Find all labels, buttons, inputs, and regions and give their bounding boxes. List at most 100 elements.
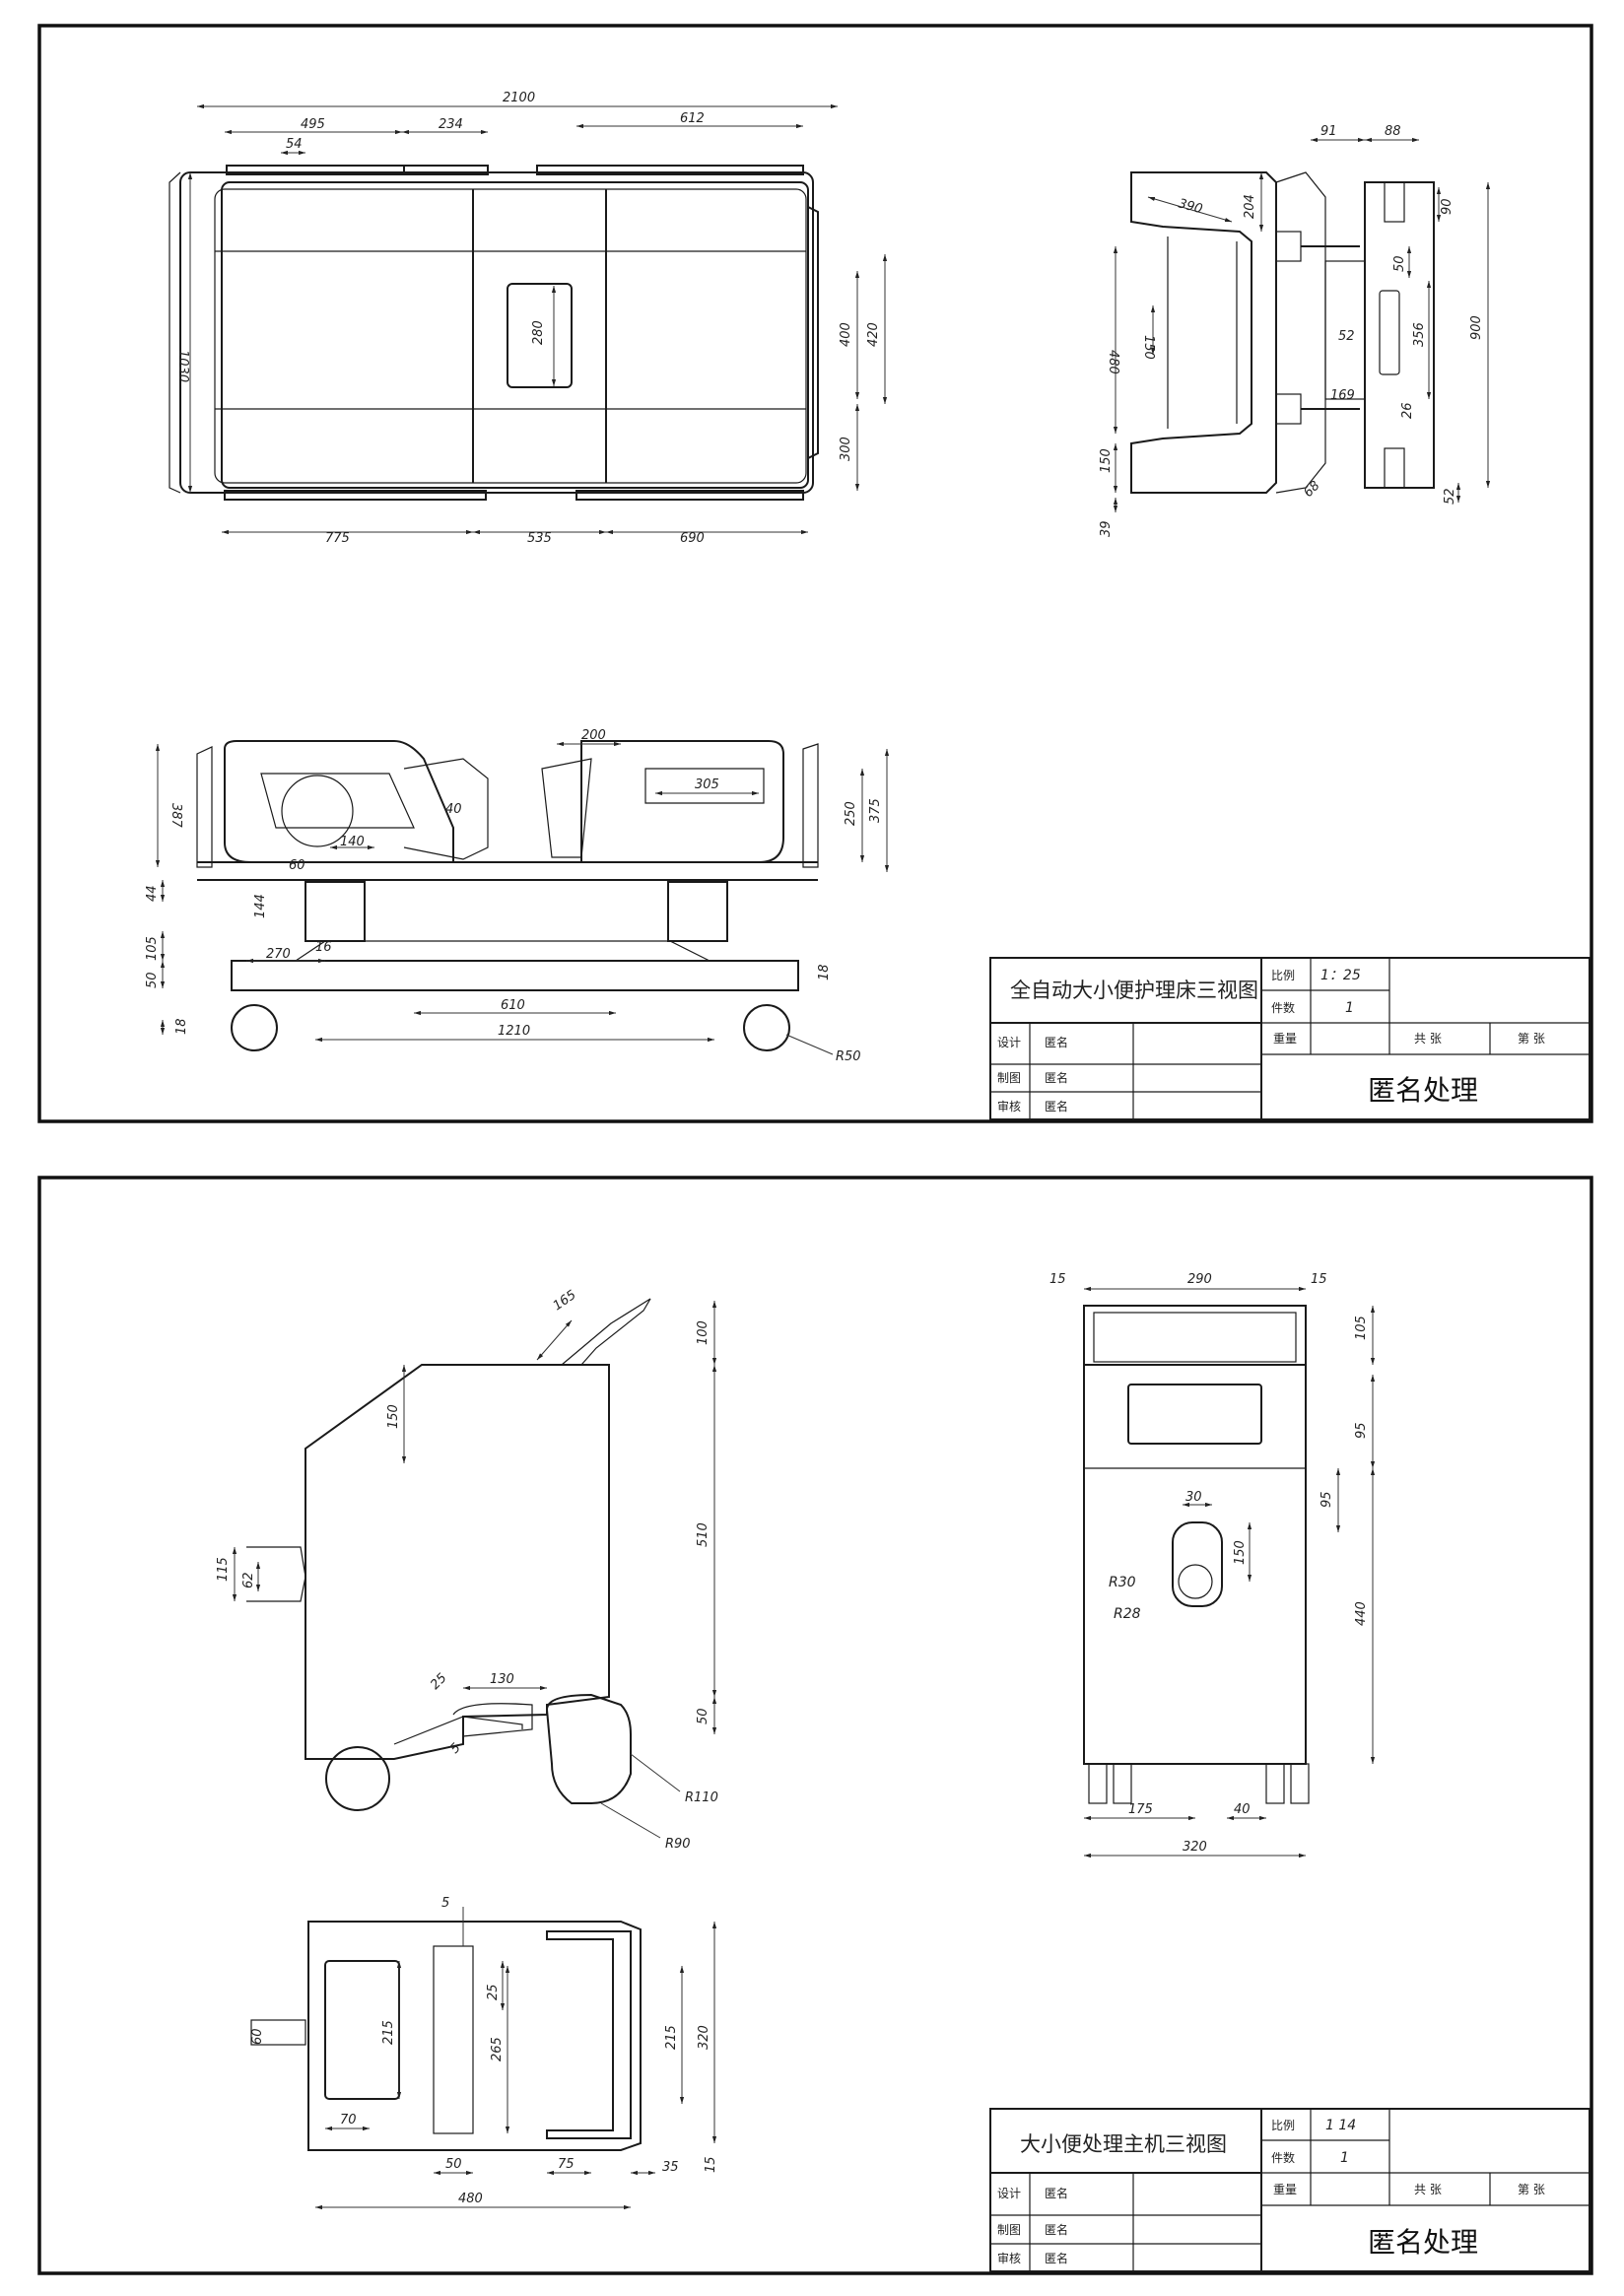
dim-text: 495: [301, 117, 325, 132]
dim-text: 375: [868, 798, 883, 823]
dim-text: 40: [445, 802, 462, 817]
bed-side-view: 91 88 390 204 90 50 480 150 356 900 52 1…: [1099, 124, 1491, 537]
dim-text: 280: [531, 320, 546, 345]
reviewer-name: 匿名: [1045, 2251, 1068, 2265]
reviewer-name: 匿名: [1045, 1099, 1068, 1114]
scale-value: 1：25: [1320, 968, 1361, 983]
dim-text: 5: [441, 1896, 449, 1911]
dim-text: 130: [490, 1672, 514, 1687]
dim-text: 50: [1392, 255, 1407, 272]
drafter-label: 制图: [997, 1071, 1021, 1085]
dim-text: 215: [381, 2020, 396, 2045]
dim-text: 150: [1233, 1540, 1248, 1565]
drafter-name: 匿名: [1045, 2222, 1068, 2237]
dim-text: 60: [289, 858, 305, 873]
dim-text: 420: [866, 322, 881, 347]
dim-text: 215: [664, 2025, 679, 2050]
dim-text: 35: [662, 2160, 679, 2175]
dim-text: 15: [1049, 1272, 1066, 1287]
designer-name: 匿名: [1045, 2186, 1068, 2200]
dim-text: 305: [695, 777, 719, 792]
dim-text: 150: [1141, 335, 1156, 360]
dim-text: 169: [1330, 388, 1355, 403]
dim-text: 15: [1311, 1272, 1327, 1287]
dim-text: 105: [145, 936, 160, 961]
dim-text: 390: [1177, 196, 1204, 217]
dim-text: 265: [490, 2037, 505, 2061]
dim-text: 320: [1183, 1840, 1207, 1855]
dim-text: 1210: [498, 1024, 530, 1039]
dim-text: 68: [1301, 479, 1322, 501]
dim-text: 356: [1412, 322, 1427, 347]
total-sheets-label: 共 张: [1414, 2183, 1442, 2196]
dim-text: 95: [1354, 1422, 1369, 1439]
dim-text: 18: [817, 964, 832, 980]
dim-text: 400: [839, 322, 853, 347]
weight-label: 重量: [1273, 1032, 1297, 1046]
dim-text: 250: [844, 801, 858, 826]
dim-text: R90: [665, 1837, 691, 1852]
dim-text: 52: [1443, 488, 1457, 505]
dim-text: 25: [486, 1984, 501, 2000]
dim-text: 200: [581, 728, 606, 743]
dim-text: 26: [1400, 402, 1415, 419]
dim-text: 535: [527, 531, 552, 546]
reviewer-label: 审核: [997, 2251, 1021, 2265]
dim-text: 612: [680, 111, 705, 126]
sheet-1: 2100 495 234 54 612 1030 280 400 420 300…: [37, 24, 1593, 1123]
dim-text: 100: [696, 1320, 710, 1345]
dim-text: 25: [428, 1671, 449, 1693]
drawing-title: 大小便处理主机三视图: [1020, 2132, 1227, 2156]
total-sheets-label: 共 张: [1414, 1032, 1442, 1046]
scale-label: 比例: [1271, 969, 1295, 982]
reviewer-label: 审核: [997, 1099, 1021, 1114]
dim-text: R30: [1109, 1575, 1136, 1590]
dim-text: 900: [1469, 315, 1484, 340]
title-block-2: 大小便处理主机三视图 比例 1 14 件数 1 重量 共 张 第 张 设计 匿名…: [989, 2108, 1590, 2272]
dim-text: 50: [696, 1708, 710, 1724]
dim-text: 44: [145, 885, 160, 902]
dim-text: 15: [704, 2156, 718, 2173]
dim-text: 440: [1354, 1601, 1369, 1626]
dim-text: 320: [697, 2025, 711, 2050]
dim-text: 610: [501, 998, 525, 1013]
dim-text: 270: [266, 947, 291, 962]
drawing-title: 全自动大小便护理床三视图: [1010, 979, 1258, 1002]
sheet-2-border: [37, 1176, 1593, 2275]
dim-text: 234: [439, 117, 463, 132]
dim-text: 144: [253, 894, 268, 918]
scale-label: 比例: [1271, 2119, 1295, 2132]
dim-text: 1030: [175, 350, 190, 382]
dim-text: 140: [340, 835, 365, 849]
dim-text: 150: [386, 1404, 401, 1429]
dim-text: 480: [1106, 350, 1120, 374]
dim-text: 2100: [503, 91, 535, 105]
dim-text: 62: [241, 1572, 256, 1588]
dim-text: 775: [325, 531, 350, 546]
dim-text: R110: [685, 1790, 718, 1805]
dim-text: 40: [1234, 1802, 1251, 1817]
count-value: 1: [1345, 1000, 1354, 1016]
host-top-view: 5 25 60 215 265 215 320 70 50 75 35 15 4…: [250, 1896, 718, 2210]
dim-text: 95: [1320, 1491, 1334, 1508]
dim-text: 690: [680, 531, 705, 546]
count-label: 件数: [1271, 1000, 1295, 1015]
sheet-2: 165 100 150 510 115 62 25 130 5 50 R110 …: [37, 1176, 1593, 2275]
dim-text: 204: [1243, 194, 1257, 219]
weight-label: 重量: [1273, 2183, 1297, 2196]
designer-label: 设计: [997, 1036, 1021, 1049]
organization: 匿名处理: [1368, 1074, 1478, 1107]
dim-text: 165: [551, 1288, 579, 1315]
dim-text: 60: [250, 2028, 265, 2045]
dim-text: 387: [169, 803, 183, 829]
sheet-1-border: [37, 24, 1593, 1123]
dim-text: 18: [174, 1018, 189, 1035]
dim-text: 105: [1354, 1316, 1369, 1340]
dim-text: 115: [216, 1557, 231, 1582]
dim-text: 50: [445, 2157, 462, 2172]
dim-text: 30: [1185, 1490, 1202, 1505]
dim-text: 290: [1187, 1272, 1212, 1287]
dim-text: R50: [836, 1049, 861, 1064]
dim-text: 91: [1320, 124, 1337, 139]
